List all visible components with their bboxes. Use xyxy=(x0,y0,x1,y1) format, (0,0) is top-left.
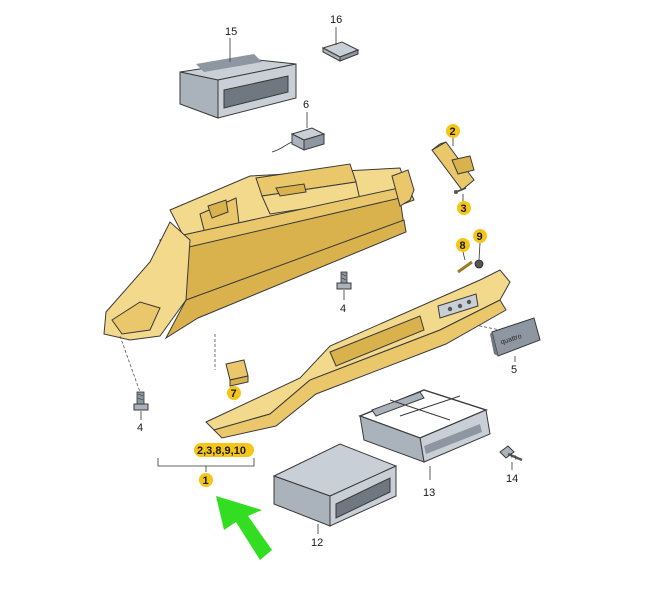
label-kit: 2,3,8,9,10 xyxy=(197,445,246,457)
part-7-bracket xyxy=(225,359,249,387)
label-1: 1 xyxy=(203,475,209,487)
glovebox-housing xyxy=(103,163,415,341)
part-4-screw-upper xyxy=(336,271,352,290)
part-12-box xyxy=(272,443,398,527)
part-8-pin xyxy=(457,251,473,274)
badge-3 xyxy=(457,201,471,215)
label-15: 15 xyxy=(225,26,237,38)
badge-2 xyxy=(446,124,460,138)
label-5: 5 xyxy=(511,364,517,376)
green-arrow-icon xyxy=(216,496,272,560)
badge-7 xyxy=(227,386,241,400)
part-2-lock xyxy=(431,141,475,191)
part-3-screw xyxy=(454,187,467,194)
label-7: 7 xyxy=(231,388,237,400)
label-16: 16 xyxy=(330,14,342,26)
label-4-upper: 4 xyxy=(340,303,346,315)
label-4-lower: 4 xyxy=(137,422,143,434)
label-6: 6 xyxy=(303,99,309,111)
part-9-nut xyxy=(474,242,484,269)
part-13-frame xyxy=(358,389,491,463)
badge-8 xyxy=(456,238,470,252)
part-6-switch xyxy=(271,127,326,153)
part-4-screw-lower xyxy=(133,391,149,411)
part-15-storage-tray xyxy=(179,54,297,119)
kit-label: 2,3,8,9,10 xyxy=(194,443,254,457)
label-8: 8 xyxy=(460,240,466,252)
label-3: 3 xyxy=(461,203,467,215)
label-14: 14 xyxy=(506,473,518,485)
badge-1 xyxy=(199,473,213,487)
part-5-emblem: quattro xyxy=(490,317,541,357)
badge-9 xyxy=(473,229,487,243)
label-13: 13 xyxy=(423,487,435,499)
part-16-clip xyxy=(321,41,360,62)
glovebox-lid xyxy=(205,269,511,439)
label-2: 2 xyxy=(450,126,456,138)
label-9: 9 xyxy=(477,231,483,243)
label-12: 12 xyxy=(311,537,323,549)
part-14-screw xyxy=(499,445,523,462)
